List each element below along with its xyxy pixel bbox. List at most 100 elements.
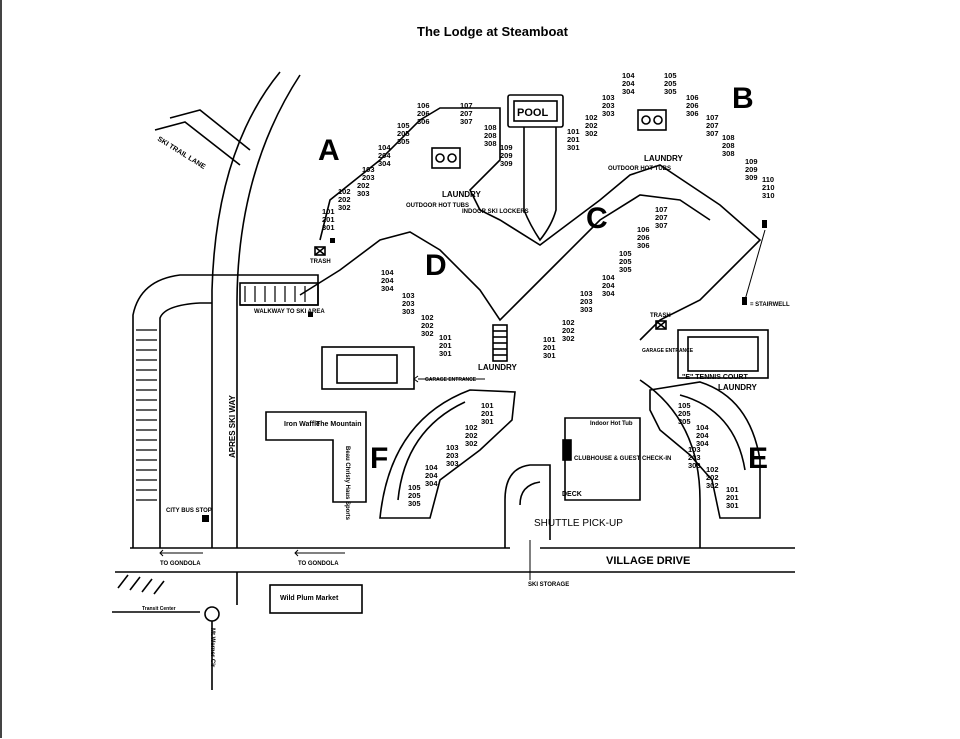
unit-number-d-302: 302: [421, 329, 434, 338]
unit-number-e-201: 201: [726, 493, 739, 502]
unit-number-b-210: 210: [762, 183, 775, 192]
unit-number-f-301: 301: [481, 417, 494, 426]
unit-number-d-102: 102: [421, 313, 434, 322]
outdoor-hot-tubs-a-label: OUTDOOR HOT TUBS: [406, 203, 469, 209]
unit-number-b-104: 104: [622, 71, 635, 80]
unit-number-c-206: 206: [637, 233, 650, 242]
garage-entrance-2-label: GARAGE ENTRANCE: [642, 348, 694, 354]
unit-number-a-105: 105: [397, 121, 410, 130]
mt-werner-cir-label: Mt.Werner Cir: [209, 628, 215, 668]
unit-number-d-303: 303: [402, 307, 415, 316]
indoor-hot-tub-label: Indoor Hot Tub: [590, 421, 633, 427]
unit-number-a-309: 309: [500, 159, 513, 168]
unit-number-a-104: 104: [378, 143, 391, 152]
laundry-d-label: LAUNDRY: [478, 363, 517, 372]
indoor-ski-lockers-label: INDOOR SKI LOCKERS: [462, 209, 529, 215]
outdoor-hot-tubs-b-label: OUTDOOR HOT TUBS: [608, 166, 671, 172]
unit-number-c-305: 305: [619, 265, 632, 274]
unit-number-c-101: 101: [543, 335, 556, 344]
unit-number-c-107: 107: [655, 205, 668, 214]
trash-c-label: TRASH: [650, 313, 671, 319]
apres-ski-way-west-edge: [236, 74, 301, 548]
to-gondola-1-label: TO GONDOLA: [160, 561, 201, 567]
unit-number-c-103: 103: [580, 289, 593, 298]
unit-number-b-103: 103: [602, 93, 615, 102]
unit-number-a-302: 302: [338, 203, 351, 212]
unit-number-b-102: 102: [585, 113, 598, 122]
unit-number-a-101: 101: [322, 207, 335, 216]
unit-number-a-106: 106: [417, 101, 430, 110]
village-drive-label: VILLAGE DRIVE: [606, 555, 690, 567]
unit-number-c-102: 102: [562, 318, 575, 327]
unit-number-f-102: 102: [465, 423, 478, 432]
unit-number-b-208: 208: [722, 141, 735, 150]
beau-christy-label: Beau Christy Haus Sports: [344, 446, 350, 521]
unit-number-d-204: 204: [381, 276, 394, 285]
unit-number-d-304: 304: [381, 284, 394, 293]
unit-number-a-107: 107: [460, 101, 473, 110]
building-d-label: D: [425, 249, 447, 282]
building-e-label: E: [748, 442, 768, 475]
unit-number-f-305: 305: [408, 499, 421, 508]
building-b-label: B: [732, 82, 754, 115]
trash-a-label: TRASH: [310, 259, 331, 265]
unit-number-a-102: 102: [338, 187, 351, 196]
unit-number-b-302: 302: [585, 129, 598, 138]
building-f-label: F: [370, 442, 388, 475]
unit-number-b-308: 308: [722, 149, 735, 158]
unit-number-a-108: 108: [484, 123, 497, 132]
unit-number-c-301: 301: [543, 351, 556, 360]
unit-number-b-310: 310: [762, 191, 775, 200]
unit-number-a-209: 209: [500, 151, 513, 160]
unit-number-a-303: 303: [357, 189, 370, 198]
unit-number-a-202: 202: [338, 195, 351, 204]
unit-number-b-306: 306: [686, 109, 699, 118]
laundry-b-label: LAUNDRY: [644, 154, 683, 163]
building-c-label: C: [586, 202, 608, 235]
unit-number-a-305: 305: [397, 137, 410, 146]
building-a-label: A: [318, 134, 340, 167]
unit-number-f-303: 303: [446, 459, 459, 468]
unit-number-e-302: 302: [706, 481, 719, 490]
unit-number-f-203: 203: [446, 451, 459, 460]
unit-number-f-104: 104: [425, 463, 438, 472]
unit-number-a-206: 206: [417, 109, 430, 118]
unit-number-a-202: 202: [357, 181, 370, 190]
unit-number-f-204: 204: [425, 471, 438, 480]
unit-number-d-203: 203: [402, 299, 415, 308]
unit-number-b-205: 205: [664, 79, 677, 88]
unit-number-c-306: 306: [637, 241, 650, 250]
to-gondola-2-label: TO GONDOLA: [298, 561, 339, 567]
unit-number-e-105: 105: [678, 401, 691, 410]
unit-number-c-104: 104: [602, 273, 615, 282]
unit-number-b-108: 108: [722, 133, 735, 142]
unit-number-e-204: 204: [696, 431, 709, 440]
unit-number-f-302: 302: [465, 439, 478, 448]
unit-number-e-203: 203: [688, 453, 701, 462]
unit-number-f-103: 103: [446, 443, 459, 452]
unit-number-b-101: 101: [567, 127, 580, 136]
unit-number-a-207: 207: [460, 109, 473, 118]
unit-number-b-202: 202: [585, 121, 598, 130]
unit-number-b-307: 307: [706, 129, 719, 138]
garage-entrance-label: GARAGE ENTRANCE: [425, 377, 477, 383]
unit-number-c-307: 307: [655, 221, 668, 230]
unit-number-b-105: 105: [664, 71, 677, 80]
unit-number-a-109: 109: [500, 143, 513, 152]
city-bus-stop-label: CITY BUS STOP: [166, 508, 212, 514]
unit-number-a-103: 103: [362, 165, 375, 174]
unit-number-b-107: 107: [706, 113, 719, 122]
transit-center-label: Transit Center: [142, 606, 176, 612]
unit-number-b-305: 305: [664, 87, 677, 96]
unit-number-c-207: 207: [655, 213, 668, 222]
unit-number-d-201: 201: [439, 341, 452, 350]
unit-number-c-302: 302: [562, 334, 575, 343]
unit-number-f-202: 202: [465, 431, 478, 440]
unit-number-d-101: 101: [439, 333, 452, 342]
laundry-a-label: LAUNDRY: [442, 190, 481, 199]
unit-number-b-203: 203: [602, 101, 615, 110]
unit-number-b-209: 209: [745, 165, 758, 174]
unit-number-e-103: 103: [688, 445, 701, 454]
laundry-e-label: LAUNDRY: [718, 383, 757, 392]
